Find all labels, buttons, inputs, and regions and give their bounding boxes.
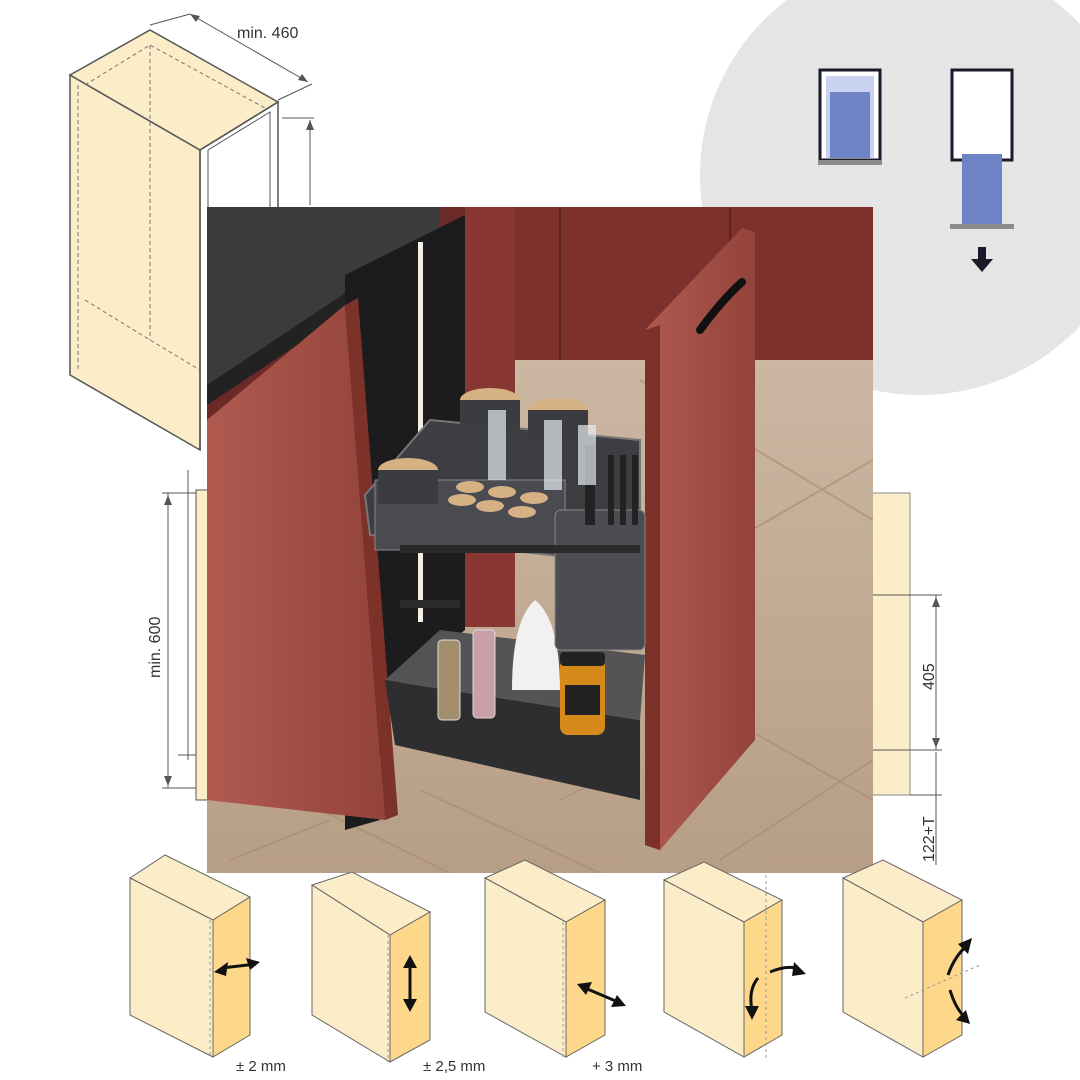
closed-drawer-icon	[818, 68, 882, 165]
open-drawer-icon	[950, 68, 1014, 229]
vertical-adjust-icon	[310, 871, 432, 1063]
height-label: min. 600	[147, 617, 164, 678]
height-dimension-line	[162, 470, 210, 801]
horizontal-adjust-icon	[129, 854, 260, 1058]
top-height-dimension-line	[282, 117, 314, 205]
depth-label: min. 460	[237, 25, 298, 42]
basket-height-dimension-line	[872, 594, 942, 751]
adjustment-label-depth: + 3 mm	[592, 1058, 643, 1075]
adjustment-label-vertical: ± 2,5 mm	[423, 1058, 486, 1075]
arrow-down-icon	[971, 247, 993, 272]
adjustment-label-horizontal: ± 2 mm	[236, 1058, 286, 1075]
plinth-label: 122+T	[921, 816, 938, 862]
plinth-dimension-line	[910, 752, 942, 865]
tilt-adjust-icon	[841, 859, 981, 1058]
depth-dimension-line	[149, 13, 313, 101]
depth-adjust-icon	[483, 859, 626, 1058]
swing-adjust-icon	[662, 861, 806, 1060]
basket-height-label: 405	[921, 663, 938, 690]
right-panel-shape	[871, 492, 911, 796]
